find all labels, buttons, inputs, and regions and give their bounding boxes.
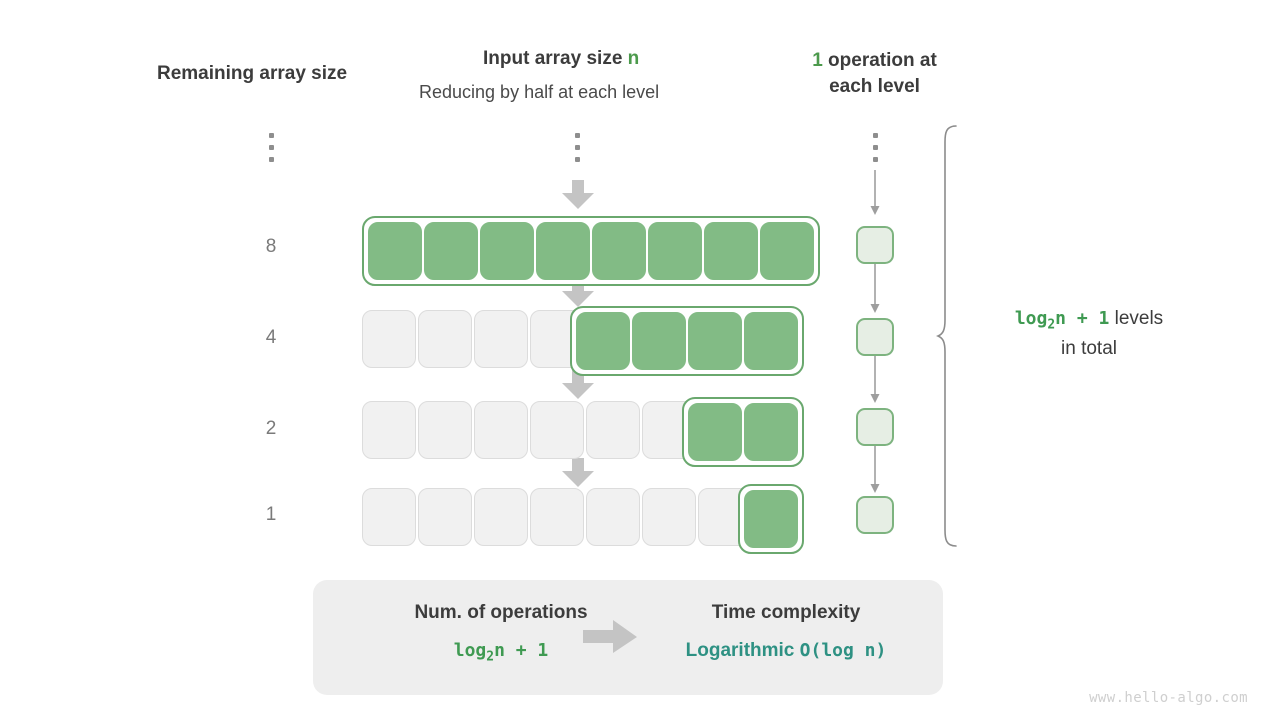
- op-connector-3: [865, 446, 885, 494]
- row-label-2: 2: [265, 418, 277, 439]
- array-cell-active: [592, 222, 646, 280]
- reduce-arrow-icon-1: [560, 180, 596, 210]
- header-remaining-array-size: Remaining array size: [157, 63, 347, 85]
- row-label-4: 4: [265, 327, 277, 348]
- array-cell-active: [704, 222, 758, 280]
- summary-operations-column: Num. of operations log2n + 1: [341, 602, 661, 665]
- array-cell-active: [744, 312, 798, 370]
- reduce-arrow-icon-3: [560, 370, 596, 400]
- array-cell-active: [424, 222, 478, 280]
- row-label-1: 1: [265, 504, 277, 525]
- summary-operations-value: log2n + 1: [453, 640, 549, 665]
- ellipsis-middle-column: [572, 133, 582, 162]
- complexity-word: Logarithmic: [685, 640, 795, 661]
- header-operations-per-level: 1 operation at each level: [797, 48, 952, 99]
- levels-brace: [936, 124, 962, 549]
- reduce-arrow-icon-4: [560, 458, 596, 488]
- array-cell-empty: [362, 401, 416, 459]
- dot: [574, 133, 580, 138]
- header-middle-subtitle: Reducing by half at each level: [419, 82, 660, 102]
- dot: [872, 157, 878, 162]
- summary-panel: Num. of operations log2n + 1 Time comple…: [313, 580, 943, 695]
- array-cell-empty: [530, 488, 584, 546]
- levels-second-line: in total: [1061, 338, 1117, 360]
- array-cell-active: [536, 222, 590, 280]
- header-left-label: Remaining array size: [157, 63, 348, 84]
- reduce-arrow-icon-2: [560, 278, 596, 308]
- levels-annotation: log2n + 1 levels in total: [984, 305, 1194, 363]
- summary-complexity-value: Logarithmic O(log n): [651, 640, 921, 662]
- array-cell-empty: [362, 488, 416, 546]
- dot: [268, 157, 274, 162]
- array-cell-active: [744, 490, 798, 548]
- array-cell-empty: [642, 488, 696, 546]
- array-cell-empty: [530, 401, 584, 459]
- dot: [268, 145, 274, 150]
- header-middle-prefix: Input array size: [483, 48, 628, 69]
- array-cell-empty: [474, 310, 528, 368]
- header-right-count: 1: [812, 50, 823, 71]
- dot: [872, 145, 878, 150]
- array-row-4-active-group: [570, 306, 804, 376]
- array-cell-active: [368, 222, 422, 280]
- summary-complexity-title: Time complexity: [711, 602, 861, 623]
- ellipsis-right-column: [870, 133, 880, 162]
- op-connector-1: [865, 264, 885, 314]
- array-cell-empty: [586, 401, 640, 459]
- array-cell-empty: [418, 401, 472, 459]
- array-cell-active: [688, 403, 742, 461]
- summary-complexity-column: Time complexity Logarithmic O(log n): [651, 602, 921, 662]
- ellipsis-left-column: [266, 133, 276, 162]
- dot: [268, 133, 274, 138]
- header-middle-variable: n: [627, 48, 640, 69]
- array-row-8: [362, 216, 820, 286]
- array-cell-active: [480, 222, 534, 280]
- dot: [574, 145, 580, 150]
- array-cell-empty: [474, 488, 528, 546]
- header-right-line1: operation at: [822, 50, 937, 71]
- array-cell-empty: [586, 488, 640, 546]
- array-cell-empty: [418, 310, 472, 368]
- header-input-array-size: Input array size n: [483, 48, 639, 70]
- dot: [574, 157, 580, 162]
- array-row-1-inactive: [362, 488, 752, 546]
- array-cell-active: [688, 312, 742, 370]
- array-cell-empty: [362, 310, 416, 368]
- dot: [872, 133, 878, 138]
- levels-inline-text: levels: [1109, 308, 1164, 329]
- array-row-2-active-group: [682, 397, 804, 467]
- operation-box-level-1: [856, 226, 894, 264]
- array-cell-active: [576, 312, 630, 370]
- operation-box-level-4: [856, 496, 894, 534]
- right-arrow-icon: [583, 620, 639, 654]
- row-label-8: 8: [265, 236, 277, 257]
- op-connector-0: [865, 170, 885, 216]
- complexity-bigo: O(log n): [799, 640, 887, 661]
- levels-formula: log2n + 1: [1014, 308, 1110, 333]
- array-row-2-inactive: [362, 401, 696, 459]
- array-cell-active: [760, 222, 814, 280]
- operation-box-level-2: [856, 318, 894, 356]
- header-right-line2: each level: [829, 75, 920, 97]
- array-row-1-active-group: [738, 484, 804, 554]
- array-cell-empty: [474, 401, 528, 459]
- op-connector-2: [865, 356, 885, 404]
- operation-box-level-3: [856, 408, 894, 446]
- array-cell-active: [632, 312, 686, 370]
- summary-operations-title: Num. of operations: [414, 602, 588, 623]
- array-cell-active: [744, 403, 798, 461]
- array-cell-empty: [418, 488, 472, 546]
- array-cell-active: [648, 222, 702, 280]
- array-row-4-inactive: [362, 310, 584, 368]
- watermark: www.hello-algo.com: [1089, 690, 1248, 706]
